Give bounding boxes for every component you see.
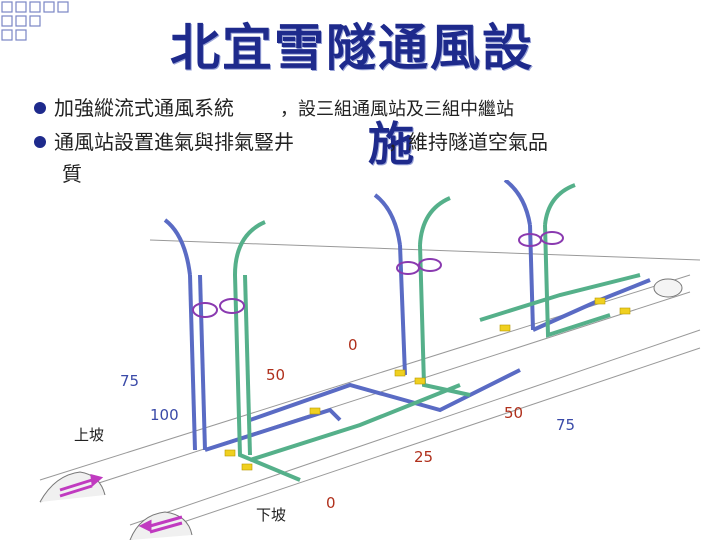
bullet-2-text-a: 通風站設置進氣與排氣豎井 bbox=[54, 130, 294, 154]
bullet-2-continuation: 質 bbox=[62, 162, 82, 186]
fan-icons bbox=[192, 231, 564, 318]
value-25: 25 bbox=[414, 448, 434, 466]
corner-square-decoration bbox=[1, 1, 69, 41]
bullet-1-text-a: 加強縱流式通風系統 bbox=[54, 96, 234, 120]
label-downhill: 下坡 bbox=[256, 506, 287, 524]
bullet-2-text-b: ，維持隧道空氣品 bbox=[388, 130, 548, 154]
station-markers bbox=[224, 297, 631, 471]
bullet-1-text-b: ，設三組通風站及三組中繼站 bbox=[280, 99, 514, 120]
shaft-top-arrows bbox=[163, 180, 576, 276]
value-75-right: 75 bbox=[556, 416, 576, 434]
bullet-item-2: 通風站設置進氣與排氣豎井 ，維持隧道空氣品 bbox=[34, 126, 548, 155]
right-portal bbox=[653, 278, 683, 298]
value-50-right: 50 bbox=[504, 404, 524, 422]
value-100: 100 bbox=[150, 406, 179, 424]
duct-green bbox=[233, 224, 641, 482]
bullet-item-1: 加強縱流式通風系統 ，設三組通風站及三組中繼站 bbox=[34, 92, 514, 121]
label-uphill: 上坡 bbox=[74, 426, 105, 444]
bullet-dot-icon bbox=[34, 101, 46, 114]
traffic-arrows bbox=[59, 474, 183, 534]
value-75-left: 75 bbox=[120, 372, 140, 390]
ventilation-diagram bbox=[39, 180, 701, 540]
value-0-bottom: 0 bbox=[326, 494, 336, 512]
bullet-dot-icon bbox=[34, 135, 46, 148]
duct-blue bbox=[188, 224, 651, 452]
slide-title: 北宜雪隧通風設 bbox=[170, 19, 534, 77]
value-50-left: 50 bbox=[266, 366, 286, 384]
value-0-top: 0 bbox=[348, 336, 358, 354]
slide-title-tail: 施 bbox=[368, 117, 414, 171]
